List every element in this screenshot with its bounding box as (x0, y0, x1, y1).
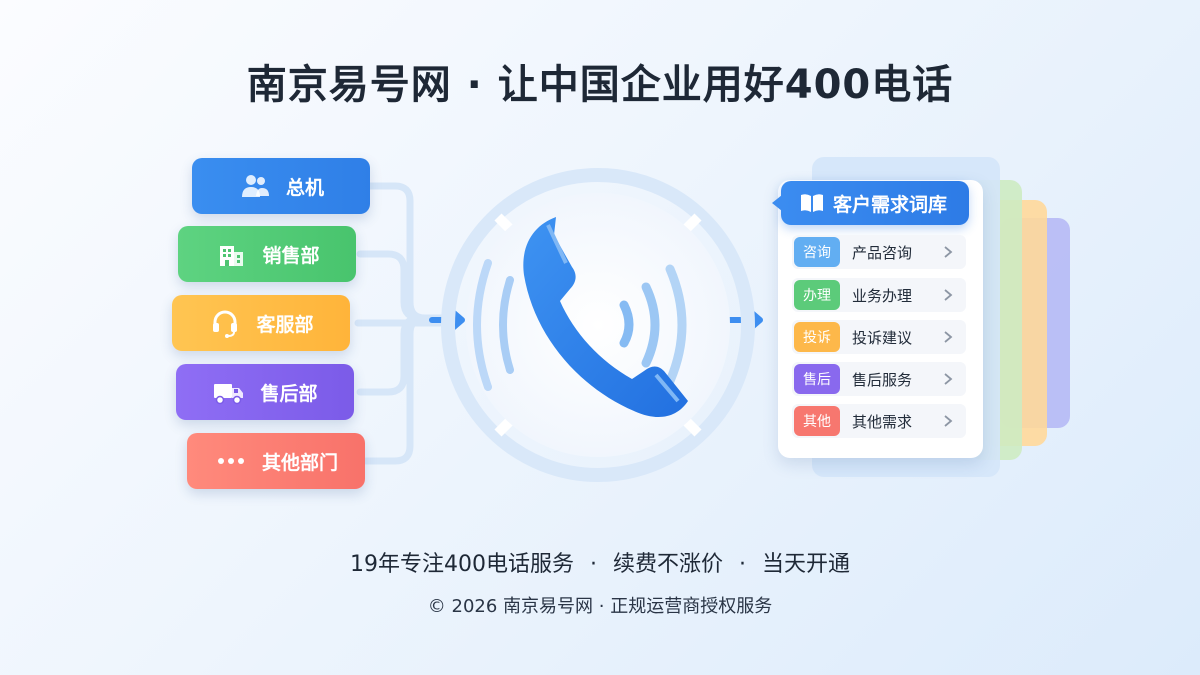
phone-handset-icon (523, 217, 688, 417)
item-label: 售后服务 (852, 370, 913, 389)
dictionary-item[interactable]: 其他 其他需求 (792, 404, 966, 438)
chevron-right-icon (938, 327, 958, 347)
page-title: 南京易号网 · 让中国企业用好400电话 (246, 62, 954, 108)
chevron-right-icon (938, 369, 958, 389)
item-tag: 办理 (794, 280, 840, 310)
dictionary-header: 客户需求词库 (772, 181, 969, 225)
item-label: 其他需求 (852, 412, 913, 431)
item-label: 业务办理 (852, 286, 913, 305)
phone-hub (438, 165, 758, 485)
tagline: 19年专注400电话服务 · 续费不涨价 · 当天开通 (0, 546, 1200, 578)
tagline-item: 19年专注400电话服务 (349, 552, 574, 577)
dept-label: 总机 (285, 176, 324, 199)
book-icon (799, 191, 825, 215)
chevron-right-icon (938, 411, 958, 431)
dept-label: 售后部 (260, 382, 318, 405)
dept-card-switchboard: 总机 (192, 158, 370, 214)
item-tag: 售后 (794, 364, 840, 394)
dictionary-item[interactable]: 投诉 投诉建议 (792, 320, 966, 354)
dept-card-other: 其他部门 (187, 433, 365, 489)
copyright-notice: © 2026 南京易号网 · 正规运营商授权服务 (427, 596, 773, 617)
tagline-separator: · (589, 552, 597, 577)
chevron-right-icon (938, 285, 958, 305)
dictionary-item[interactable]: 咨询 产品咨询 (792, 235, 966, 269)
more-dots-icon (214, 444, 248, 478)
tagline-separator: · (739, 552, 746, 577)
item-tag: 其他 (794, 406, 840, 436)
dictionary-title: 客户需求词库 (833, 193, 948, 216)
dept-card-sales: 销售部 (178, 226, 356, 282)
dept-label: 销售部 (262, 244, 320, 267)
tagline-item: 续费不涨价 (612, 552, 723, 577)
item-tag: 投诉 (794, 322, 840, 352)
dictionary-item[interactable]: 售后 售后服务 (792, 362, 966, 396)
dept-label: 客服部 (256, 313, 314, 336)
item-label: 产品咨询 (852, 243, 913, 262)
dictionary-item[interactable]: 办理 业务办理 (792, 278, 966, 312)
chevron-right-icon (938, 242, 958, 262)
tagline-item: 当天开通 (762, 552, 851, 577)
building-icon (214, 237, 248, 271)
item-label: 投诉建议 (852, 328, 913, 347)
dept-label: 其他部门 (261, 451, 338, 474)
item-tag: 咨询 (794, 237, 840, 267)
dept-card-customer-service: 客服部 (172, 295, 350, 351)
truck-icon (212, 375, 246, 409)
headset-icon (208, 306, 242, 340)
users-icon (238, 169, 272, 203)
dept-card-after-sales: 售后部 (176, 364, 354, 420)
